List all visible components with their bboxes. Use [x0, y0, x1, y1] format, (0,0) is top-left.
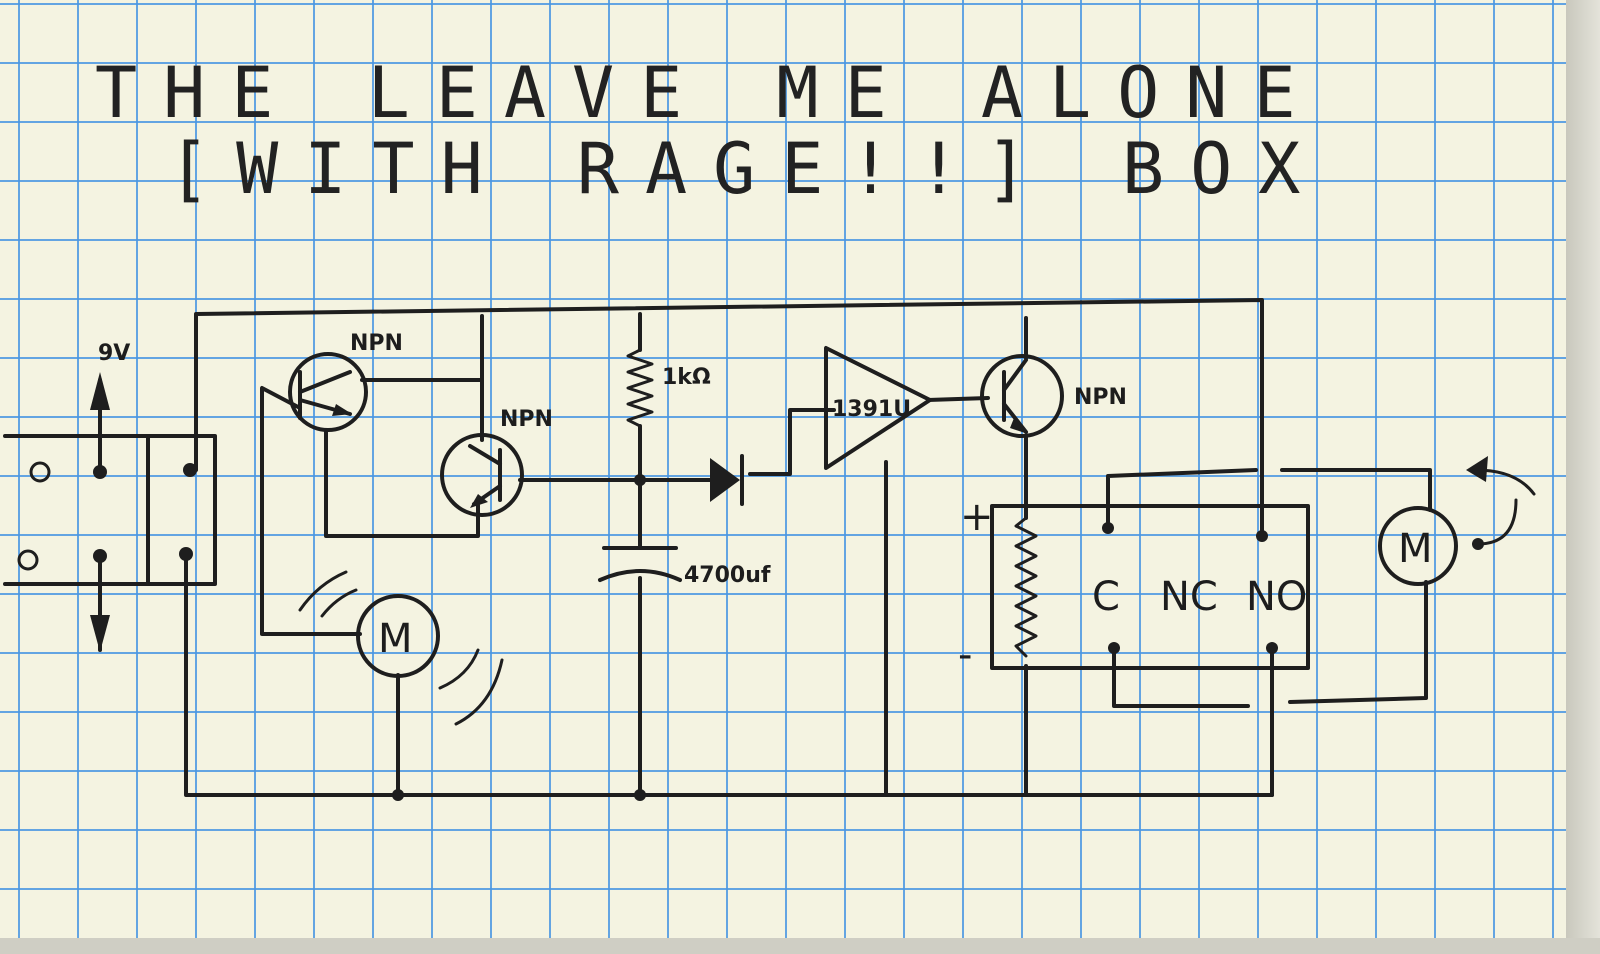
table-edge	[0, 938, 1600, 954]
resistor-label: 1kΩ	[662, 365, 711, 390]
capacitor	[598, 546, 682, 582]
capacitor-label: 4700uf	[684, 563, 771, 588]
relay-no-label: NO	[1246, 574, 1307, 620]
relay-plus-label: +	[960, 494, 994, 540]
paper-edge-shadow	[1566, 0, 1600, 954]
relay	[990, 504, 1310, 670]
circuit-schematic: 9V NPN	[3, 298, 1536, 801]
diode	[710, 454, 744, 506]
npn-transistor-a	[288, 352, 368, 432]
battery-label: 9V	[98, 341, 130, 366]
relay-minus-label: -	[958, 632, 972, 678]
npn-transistor-b	[440, 433, 524, 517]
title-line-2: [WITH RAGE!!] BOX	[168, 128, 1327, 210]
servo-motor	[1378, 456, 1536, 586]
motor-left-label: M	[378, 616, 413, 662]
vibrating-motor	[298, 570, 504, 726]
npn-a-label: NPN	[350, 331, 403, 356]
junction-dot	[392, 789, 404, 801]
npn-c-label: NPN	[1074, 385, 1127, 410]
circuit-wires	[184, 298, 1432, 797]
resistor	[626, 312, 654, 550]
comparator-label: 1391U	[832, 397, 911, 422]
npn-b-label: NPN	[500, 407, 553, 432]
comparator-ic	[824, 346, 932, 470]
npn-transistor-c	[980, 354, 1064, 438]
junction-dot	[634, 789, 646, 801]
relay-nc-label: NC	[1160, 574, 1218, 620]
toggle-switch	[3, 372, 217, 652]
motor-right-label: M	[1398, 526, 1433, 572]
relay-c-label: C	[1092, 574, 1120, 620]
title-line-1: THE LEAVE ME ALONE	[95, 52, 1322, 134]
